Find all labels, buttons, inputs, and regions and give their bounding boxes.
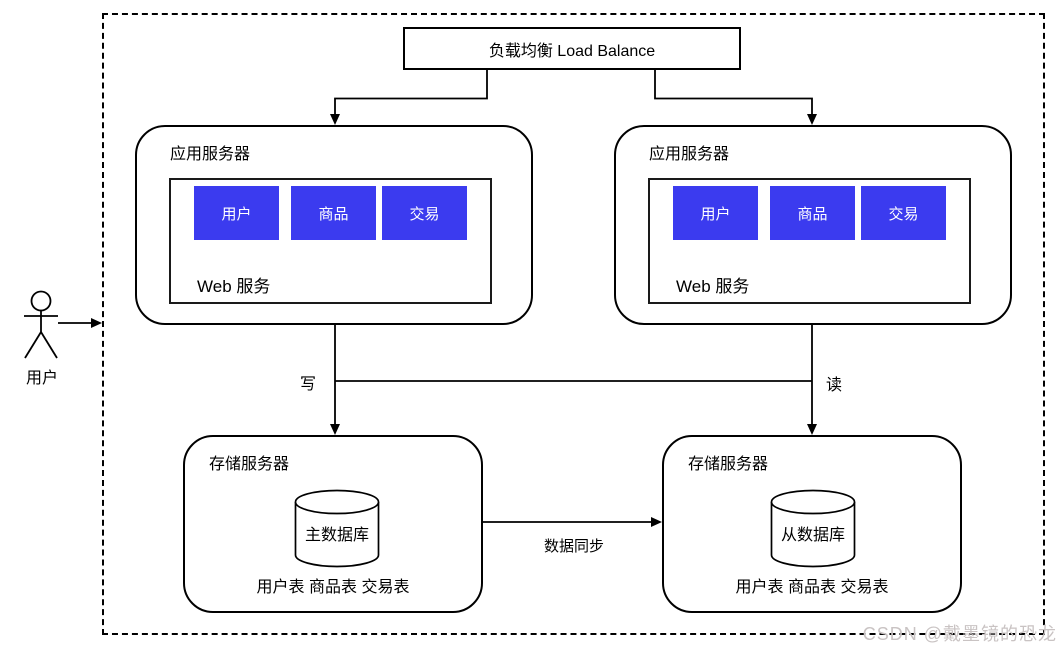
- actor-arrow: [58, 318, 102, 328]
- module-box-product: 商品: [291, 186, 376, 240]
- sync-label: 数据同步: [543, 538, 604, 555]
- app-server-title: 应用服务器: [649, 146, 730, 163]
- database-label: 从数据库: [780, 527, 845, 544]
- write-label: 写: [300, 376, 317, 393]
- module-box-user: 用户: [194, 186, 279, 240]
- web-service-label: Web 服务: [197, 277, 271, 296]
- write-arrow: [330, 325, 340, 435]
- load-balancer-box: 负载均衡 Load Balance: [403, 27, 741, 70]
- module-box-product: 商品: [770, 186, 855, 240]
- web-service-box: 用户 商品 交易 Web 服务: [169, 178, 492, 304]
- lb-to-left-app-arrow: [330, 70, 488, 125]
- database-label: 主数据库: [304, 527, 369, 544]
- app-server-title: 应用服务器: [170, 146, 251, 163]
- tables-label: 用户表 商品表 交易表: [735, 579, 889, 596]
- lb-to-right-app-arrow: [654, 70, 817, 125]
- web-service-box: 用户 商品 交易 Web 服务: [648, 178, 971, 304]
- sync-arrow: [482, 517, 662, 527]
- module-box-trade: 交易: [382, 186, 467, 240]
- database-cylinder-icon: [294, 489, 380, 568]
- storage-server-title: 存储服务器: [688, 456, 769, 473]
- actor-icon: [24, 290, 58, 359]
- app-server-right: 应用服务器 用户 商品 交易 Web 服务: [614, 125, 1012, 325]
- actor-label: 用户: [25, 370, 58, 387]
- storage-server-title: 存储服务器: [209, 456, 290, 473]
- web-service-label: Web 服务: [676, 277, 750, 296]
- database-cylinder-icon: [770, 489, 856, 568]
- watermark: CSDN @戴墨镜的恐龙: [862, 624, 1057, 644]
- read-arrow: [807, 325, 817, 435]
- module-box-trade: 交易: [861, 186, 946, 240]
- tables-label: 用户表 商品表 交易表: [256, 579, 410, 596]
- storage-server-slave: 存储服务器 从数据库 用户表 商品表 交易表: [662, 435, 962, 613]
- load-balancer-label: 负载均衡 Load Balance: [488, 42, 656, 60]
- system-boundary-border: [102, 13, 1045, 635]
- read-label: 读: [826, 377, 843, 394]
- module-box-user: 用户: [673, 186, 758, 240]
- app-server-left: 应用服务器 用户 商品 交易 Web 服务: [135, 125, 533, 325]
- storage-server-master: 存储服务器 主数据库 用户表 商品表 交易表: [183, 435, 483, 613]
